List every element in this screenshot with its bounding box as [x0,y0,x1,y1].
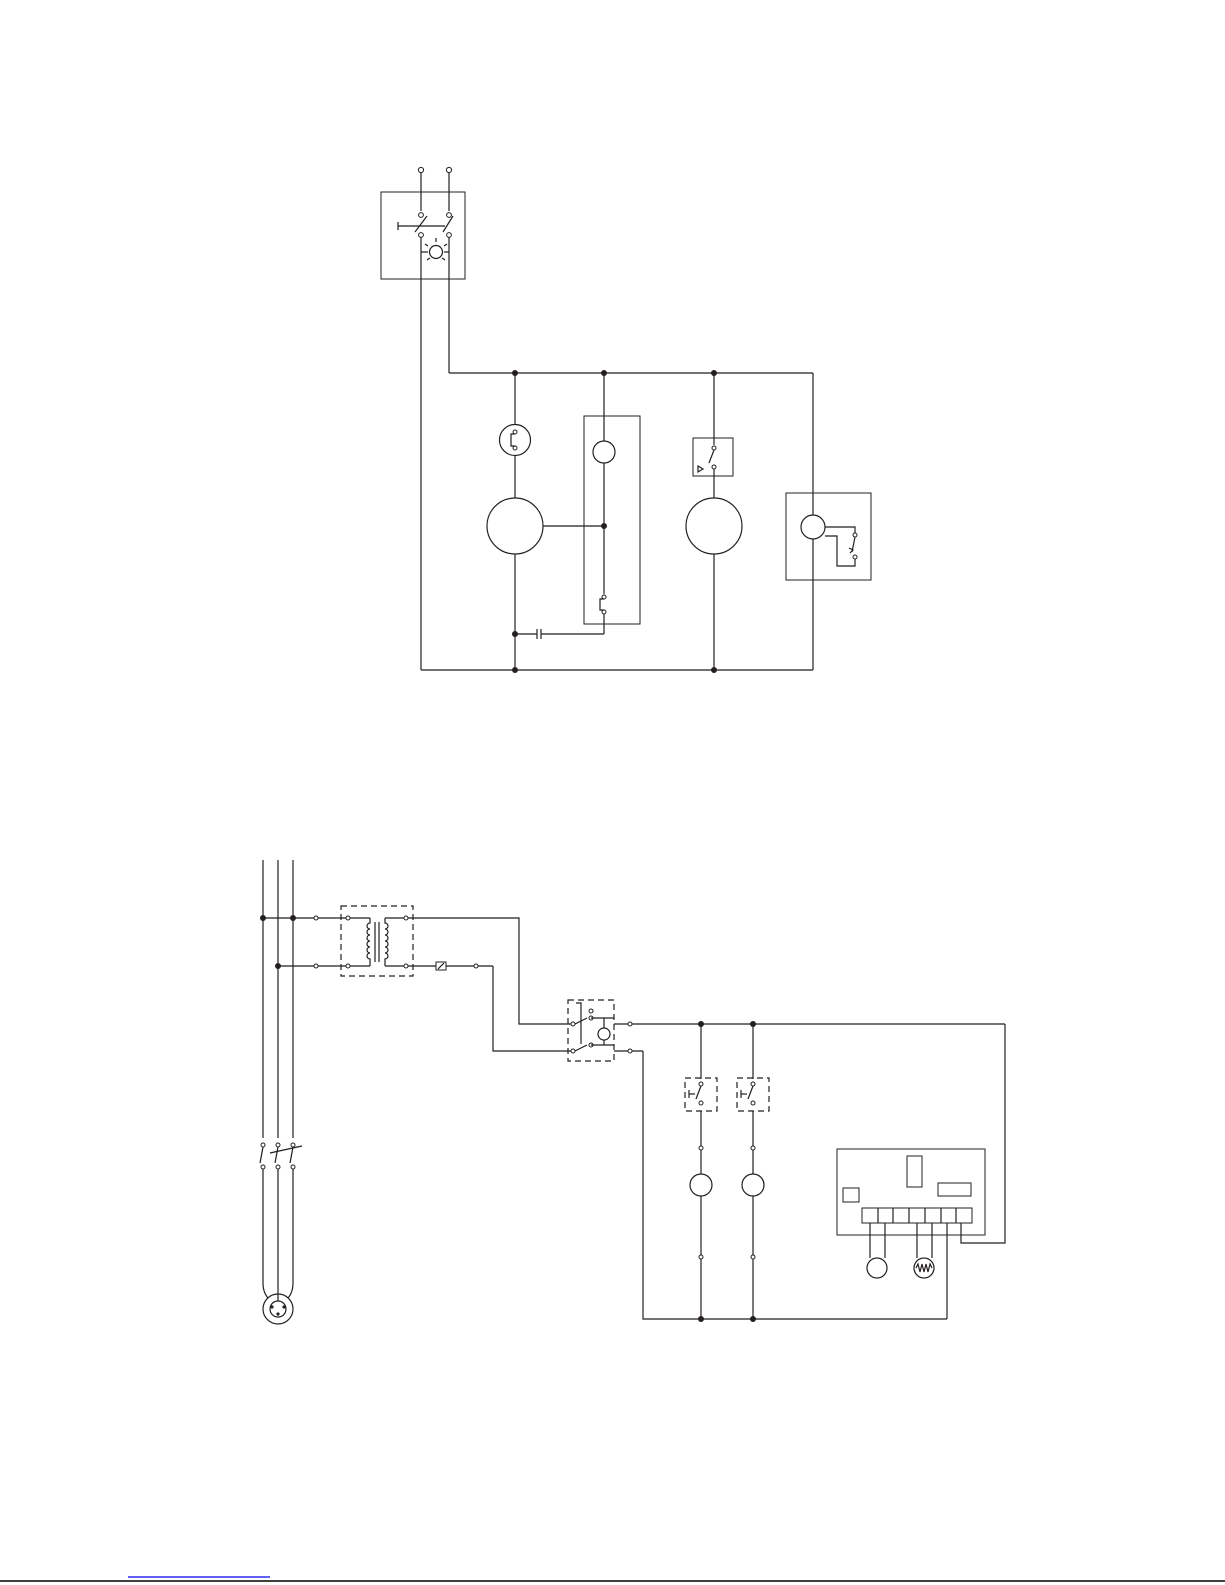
refrigeration-wiring-diagram [381,167,871,673]
contactor-coil [690,1174,712,1196]
junction-dots [698,1021,756,1322]
compressor-motor [487,498,543,554]
fan-motor [686,498,742,554]
contactor-coil [742,1174,764,1196]
power-switch[interactable] [381,167,465,279]
supply-wiring [421,237,813,670]
fan-branch [686,373,742,670]
control-wiring [413,918,573,1051]
relay-coil [593,441,615,463]
timer [786,493,871,580]
relay-contact [600,595,606,614]
fuse [436,962,446,970]
pilot-light [598,1018,610,1045]
supply-lines [260,860,296,1138]
float-switch [685,1078,717,1111]
heater [914,1258,934,1278]
controller-board [837,1149,985,1235]
transformer-feeds [263,916,345,968]
timer-contact [825,533,857,566]
compressor-branch [487,373,604,670]
start-relay [584,373,640,634]
motor [867,1258,887,1278]
control-branch-2 [737,1024,769,1319]
three-phase-motor [263,1294,293,1324]
output-wiring [614,1022,1005,1319]
pilot-lamp [421,238,449,260]
float-switch [737,1078,769,1111]
pressure-switch [693,438,733,476]
three-phase-control-diagram [260,860,1005,1324]
footer-rule [0,1577,1225,1581]
control-branch-1 [685,1024,717,1319]
main-contactor [260,1143,302,1169]
control-transformer [341,906,413,976]
board-loads [867,1223,947,1319]
motor-leads [263,1169,293,1300]
run-capacitor [515,629,604,639]
thermal-protector [500,425,531,456]
terminal-strip [862,1208,972,1223]
